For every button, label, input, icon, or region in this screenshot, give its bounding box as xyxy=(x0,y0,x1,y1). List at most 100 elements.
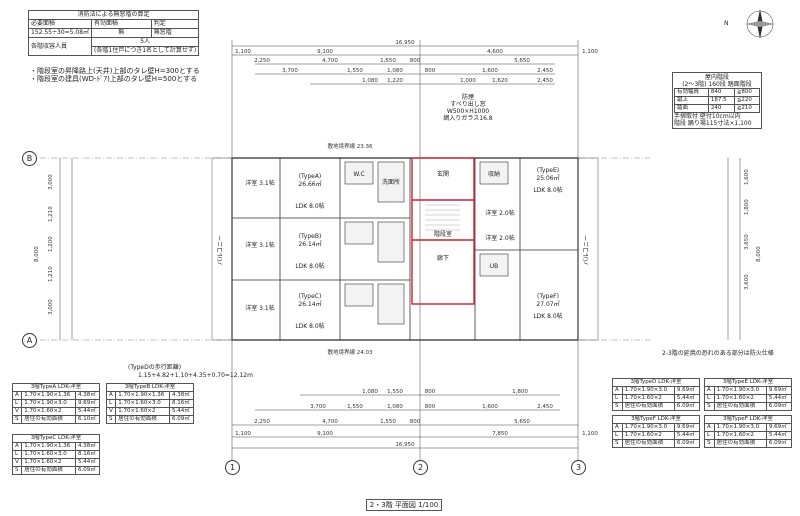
north-arrow-icon xyxy=(740,6,780,42)
top-dim-r3-1: 4,700 xyxy=(322,58,338,64)
unit-f-area: 27.07㎡ xyxy=(536,300,559,308)
unit-b-area: 26.14㎡ xyxy=(298,240,321,248)
cell: 1.70×1.90×3.0 xyxy=(713,386,767,395)
lighting-table-title: 3階TypeF LDK-洋室 xyxy=(612,415,700,424)
notes: ・階段室の昇降路上(天井)上部のタレ壁H=300とする ・階段室の建具(WD-ﾄ… xyxy=(30,67,200,83)
stair-row-value: 840 xyxy=(707,88,735,97)
unit-e-ldk: LDK 8.0帖 xyxy=(533,186,562,194)
stair-spec-title: 屋内階段 xyxy=(704,74,729,81)
stair-row-value: 187.5 xyxy=(707,96,735,105)
wc-label: W.C xyxy=(353,171,364,178)
cell: 4.38㎡ xyxy=(168,391,195,400)
boundary-top: 敷地境界線 23.36 xyxy=(328,142,373,150)
bot-dim-r3-0: 2,250 xyxy=(254,419,270,425)
north-label: N xyxy=(724,20,729,27)
cell: 居住の有効面積 xyxy=(713,402,767,411)
cell: L xyxy=(704,394,715,403)
grid-2-marker: 2 xyxy=(413,460,428,475)
top-dim-r4-0: 3,700 xyxy=(282,68,298,74)
bot-dim-r3-3: 800 xyxy=(410,419,421,425)
bot-dim-r2-5: 2,450 xyxy=(537,404,553,410)
lighting-table-title: 3階TypeF LDK-洋室 xyxy=(704,415,792,424)
unit-b-bedroom: 洋室 3.1帖 xyxy=(245,241,274,249)
cell: A xyxy=(612,423,623,432)
top-overall-dim: 16,950 xyxy=(395,40,415,46)
unit-walls xyxy=(232,158,578,340)
top-dim-r2-3: 1,100 xyxy=(582,49,598,55)
stair-label: 階段室 xyxy=(434,230,452,238)
bot-dim-r4-1: 9,100 xyxy=(317,431,333,437)
unit-e-bedroom: 洋室 2.0帖 xyxy=(485,209,514,217)
cell: 6.09㎡ xyxy=(74,466,101,475)
wash-label: 洗面所 xyxy=(382,178,400,186)
cell: 1.70×1.90×1.36 xyxy=(115,391,170,400)
stair-row-label: 蹴上 xyxy=(674,96,709,105)
cell: 6.09㎡ xyxy=(765,402,793,411)
bot-dim-r4-0: 1,100 xyxy=(235,431,251,437)
top-dimension-lines xyxy=(231,40,579,470)
stair-row-limit: ≦220 xyxy=(733,96,761,105)
entrance-label: 玄関 xyxy=(437,170,449,178)
cell: 6.10㎡ xyxy=(74,415,101,424)
cell: 居住の有効面積 xyxy=(621,439,675,448)
cell: 1.70×1.90×1.36 xyxy=(21,442,76,451)
unit-a-ldk: LDK 8.0帖 xyxy=(295,202,324,210)
cell: 1.70×1.90×1.36 xyxy=(21,391,76,400)
top-dim-r5-3: 1,620 xyxy=(492,78,508,84)
top-dim-r4-2: 1,080 xyxy=(387,68,403,74)
cell: 居住の有効面積 xyxy=(115,415,170,424)
balcony-right-label: バルコニー xyxy=(583,235,590,265)
unit-c-name: (TypeC) xyxy=(299,293,322,300)
unit-a-area: 26.66㎡ xyxy=(298,180,321,188)
right-dim-total: 8,000 xyxy=(756,246,762,262)
drawing-title: 2・3階 平面図 1/100 xyxy=(366,499,442,511)
cell: 1.70×1.60×2 xyxy=(713,431,767,440)
walk-distance-calc: 1.15+4.82+1.10+4.35+0.70=12.12m xyxy=(138,372,253,379)
right-dim-2: 3,650 xyxy=(744,234,750,250)
stair-core xyxy=(411,157,475,305)
cell: 9.69㎡ xyxy=(765,423,793,432)
cell: L xyxy=(612,431,623,440)
cell: 1.70×1.60×2 xyxy=(21,458,76,467)
cell: A xyxy=(704,423,715,432)
fire-protection-note: 2-3階の延焼の恐れのある部分は防火仕様 xyxy=(662,350,774,357)
hall-label: 廊下 xyxy=(437,254,449,262)
bot-dim-r3-4: 5,650 xyxy=(514,419,530,425)
bot-dim-r3-1: 4,700 xyxy=(322,419,338,425)
stair-row-limit: ≧210 xyxy=(733,104,761,113)
unit-c-bedroom: 洋室 3.1帖 xyxy=(245,304,274,312)
cell: S xyxy=(105,415,117,424)
stair-spec-foot-1: 手摺取付 壁付10cm以内 xyxy=(674,113,741,120)
building-outline xyxy=(231,157,579,341)
stair-spec-sub: (2〜3階) 160段 踏面階段 xyxy=(682,81,752,88)
top-dim-r4-4: 1,600 xyxy=(482,68,498,74)
bot-dim-r1-0: 1,080 xyxy=(362,389,378,395)
bot-dim-r4-3: 1,100 xyxy=(582,431,598,437)
cell: 5.44㎡ xyxy=(765,431,793,440)
stair-row-label: 踏面 xyxy=(674,104,709,113)
balcony-left-label: バルコニー xyxy=(217,235,224,265)
cell: 1.70×1.90×3.0 xyxy=(21,399,76,408)
cell: V xyxy=(11,458,23,467)
cell: 5.44㎡ xyxy=(673,394,701,403)
cell: L xyxy=(612,394,623,403)
cell: A xyxy=(11,442,23,451)
storage-label: 収納 xyxy=(488,170,500,178)
cell: S xyxy=(612,402,623,411)
grid-3-marker: 3 xyxy=(571,460,586,475)
top-dim-r3-3: 800 xyxy=(410,58,421,64)
bot-dim-r2-1: 1,550 xyxy=(347,404,363,410)
cell: S xyxy=(11,466,23,475)
grid-1-marker: 1 xyxy=(225,460,240,475)
top-dim-r4-1: 1,550 xyxy=(347,68,363,74)
cell: S xyxy=(704,439,715,448)
bot-dim-r2-3: 800 xyxy=(425,404,436,410)
grid-a-marker: A xyxy=(22,333,37,348)
cell: L xyxy=(105,399,117,408)
stair-row-value: 240 xyxy=(707,104,735,113)
walk-distance-title: (TypeDの歩行距離) xyxy=(128,364,182,371)
